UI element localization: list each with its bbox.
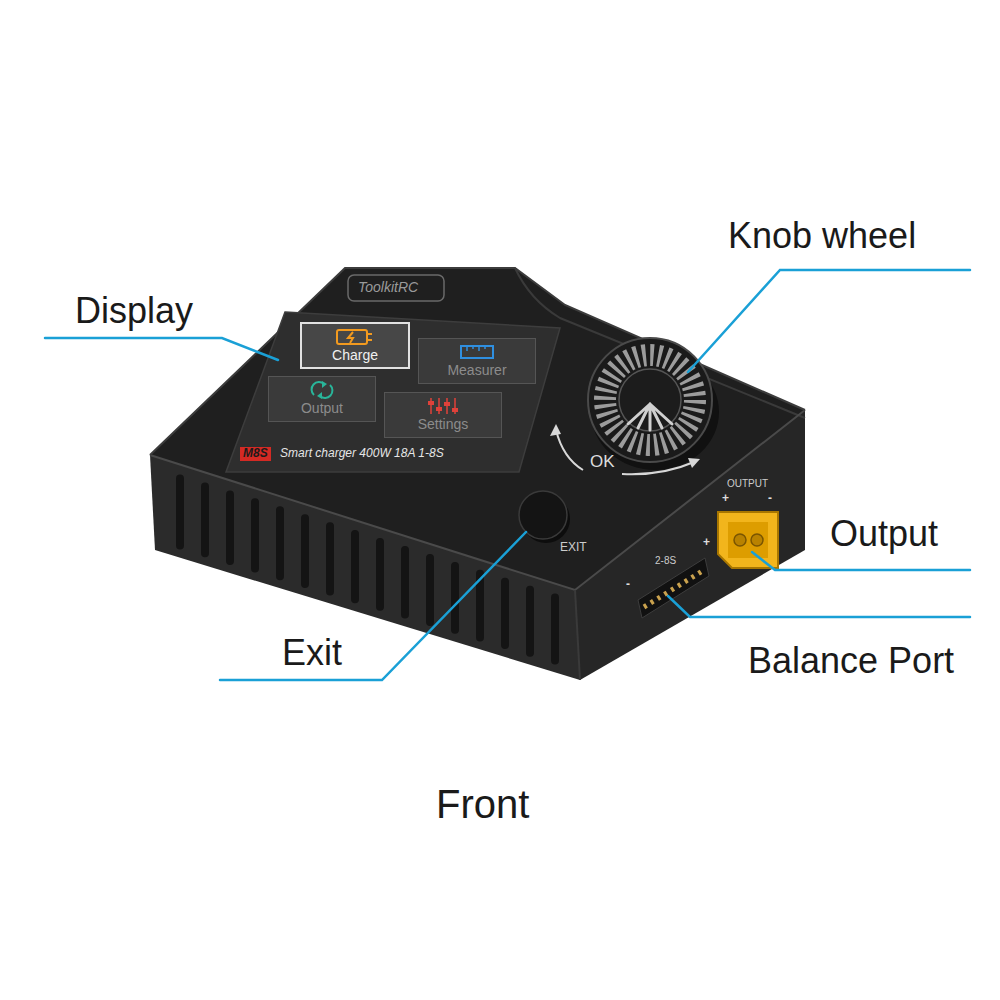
rotate-arrow-left [556,430,583,470]
polarity-mark: - [768,492,772,506]
port-label: OUTPUT [727,478,768,490]
menu-tile: Output [268,376,376,422]
menu-icon [317,392,322,399]
view-caption: Front [436,782,529,827]
xt60-housing [718,512,778,568]
xt60-pin [751,534,763,546]
menu-icon-holder [302,380,342,400]
knob-ridges [605,355,695,445]
callout-label: Knob wheel [728,215,916,256]
model-badge: M8S [240,447,271,461]
xt60-pin [734,534,746,546]
menu-tile: Measurer [418,338,536,384]
body-corner-edge [575,590,580,680]
menu-icon [457,342,497,362]
leader-line [752,552,970,570]
polarity-mark: - [626,578,630,592]
screen-panel [226,312,560,472]
xt60-inner [728,522,768,558]
menu-icon-holder [423,396,463,416]
menu-icon [467,346,485,351]
leader-lines [45,270,970,680]
callout-label: Display [75,290,193,331]
leader-line [668,596,970,617]
button-label: EXIT [560,541,587,555]
menu-icon [302,380,342,400]
leader-line [220,532,526,680]
top-face [150,268,805,590]
menu-icon [348,332,372,343]
menu-icon [436,407,442,411]
callout-label: Output [830,513,938,554]
menu-icon [452,408,458,412]
menu-tile: Charge [300,322,410,369]
output-connector [718,512,778,568]
callout-label: Exit [282,632,342,673]
leader-line [45,338,278,360]
menu-icon-holder [335,327,375,347]
menu-icon [423,396,463,416]
menu-tile-label: Settings [418,415,469,433]
polarity-mark: + [722,492,729,506]
knob-body [588,338,712,462]
leader-line [688,270,970,372]
menu-icon [428,401,434,405]
menu-icon [335,327,375,347]
menu-tile-label: Charge [332,346,378,364]
button-label: OK [590,452,615,472]
callout-label: Balance Port [748,640,954,681]
menu-icon [461,346,493,358]
polarity-mark: + [703,536,710,550]
arrowhead [688,458,700,468]
spec-text: Smart charger 400W 18A 1-8S [280,447,444,461]
port-label: 2-8S [655,555,676,567]
brand-logo-frame [348,275,444,301]
brand-logo: ToolkitRC [358,279,418,295]
menu-icon [322,381,327,388]
menu-tile-label: Measurer [447,361,506,379]
menu-icon-holder [457,342,497,362]
arrowhead [550,424,561,436]
menu-tile-label: Output [301,399,343,417]
knob-fan [628,404,672,430]
menu-icon [444,402,450,406]
knob-cap [619,369,681,431]
rotate-arrows [550,424,700,474]
balance-port-housing [638,558,709,618]
balance-port [638,558,709,618]
rotate-arrow-right [622,462,694,474]
exit-button [519,491,570,543]
menu-tile: Settings [384,392,502,438]
menu-icon [431,398,455,414]
